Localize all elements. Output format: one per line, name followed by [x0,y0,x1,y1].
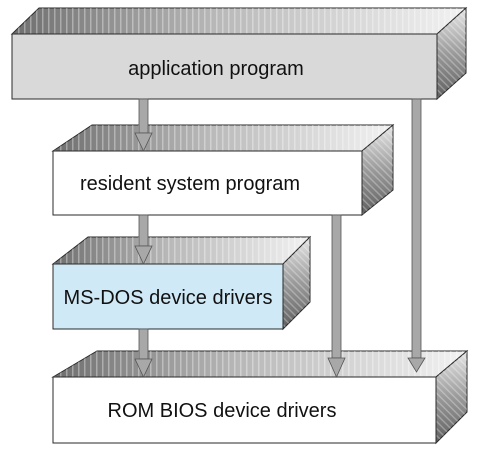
rom-bios-front-face [52,376,437,444]
application-front-face [11,33,438,100]
resident-label: resident system program [80,173,300,195]
msdos-device-drivers-box: MS-DOS device drivers [51,235,312,331]
resident-system-program-box: resident system program [51,123,395,217]
application-program-box: application program [10,6,468,101]
msdos-front-face [52,263,284,330]
rom-bios-device-drivers-box: ROM BIOS device drivers [51,349,469,445]
arrow-application-to-rom-bios [407,98,426,373]
application-label: application program [128,58,304,80]
arrow-application-to-resident [134,98,153,152]
arrow-msdos-to-rom-bios [134,328,153,378]
arrow-resident-to-msdos [134,214,153,265]
arrow-resident-to-rom-bios [327,214,346,378]
msdos-label: MS-DOS device drivers [64,287,273,309]
rom-bios-label: ROM BIOS device drivers [108,400,337,422]
resident-front-face [52,150,363,216]
